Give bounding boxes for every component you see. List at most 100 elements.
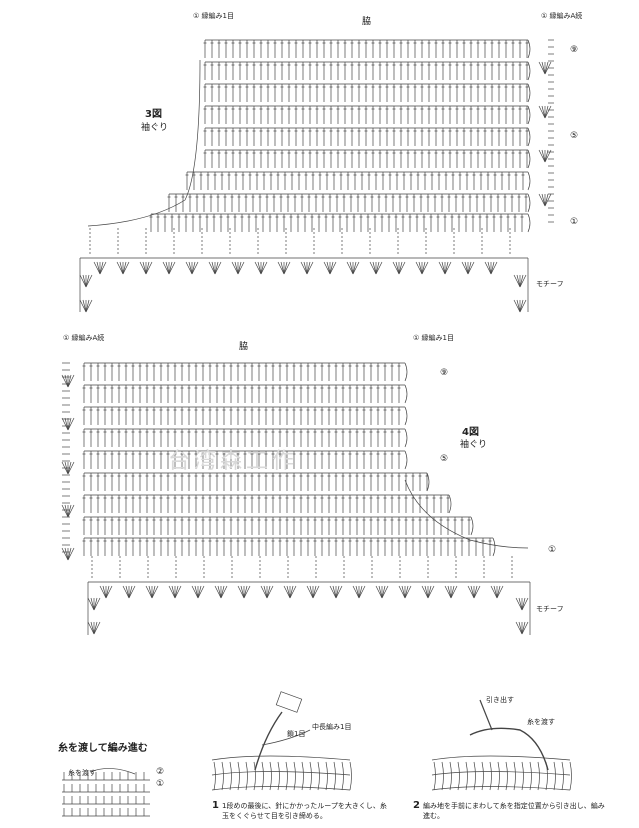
step2-text-1: 編み地を手前にまわして糸を指定位置から引き出し、編み [423, 802, 605, 810]
d4-motif-fan [122, 585, 136, 599]
d3-caption-sub: 袖ぐり [141, 123, 169, 133]
step1-label-b: 鎖1目 [287, 730, 306, 738]
d4-stitch-row [82, 384, 408, 404]
d4-start-right: ① 縁編み1目 [413, 334, 454, 342]
d3-motif-fan [484, 261, 498, 275]
d3-row-marker-5: ⑤ [570, 131, 579, 141]
bridge-marker-1: ① [156, 779, 165, 789]
d4-stitch-row [82, 494, 452, 514]
d4-motif-fan [398, 585, 412, 599]
watermark: 台湾森工作 [168, 449, 299, 474]
d4-stitch-row [82, 406, 408, 426]
d3-stitch-row [149, 213, 531, 233]
d4-motif-fan [306, 585, 320, 599]
d4-stitch-row [82, 450, 408, 470]
d3-stitch-row [203, 149, 531, 169]
d3-motif-fan [513, 274, 527, 288]
d4-caption-sub: 袖ぐり [460, 440, 488, 450]
d4-motif-fan [515, 597, 529, 611]
d4-motif-fan [283, 585, 297, 599]
d3-row-marker-1: ① [570, 217, 579, 227]
d3-motif-label: モチーフ [536, 280, 564, 288]
bridge-mini-chart [62, 768, 150, 817]
d3-stitch-row [203, 39, 531, 59]
d4-row-marker-9: ⑨ [440, 368, 449, 378]
d4-motif-fan [145, 585, 159, 599]
d4-motif-fan [467, 585, 481, 599]
d4-edge-fan [61, 461, 75, 475]
d3-motif-fan [79, 299, 93, 313]
d4-motif-fan [421, 585, 435, 599]
d3-armhole-edge [87, 59, 201, 227]
d4-motif-fan [214, 585, 228, 599]
step1-illustration [211, 691, 351, 791]
d3-motif-fan [392, 261, 406, 275]
d4-motif-fan [352, 585, 366, 599]
d3-motif-fan [79, 274, 93, 288]
d4-start-left: ① 縁編みA続 [63, 334, 105, 342]
d3-motif-fan [231, 261, 245, 275]
d3-motif-fan [415, 261, 429, 275]
d4-motif-fan [260, 585, 274, 599]
d3-edge-fan [538, 61, 552, 75]
d3-motif-fan [323, 261, 337, 275]
d4-motif-band [87, 581, 531, 635]
d4-row-marker-1: ① [548, 545, 557, 555]
d4-stitch-row [82, 472, 430, 492]
d4-edge-fan [61, 504, 75, 518]
d3-motif-band [79, 257, 529, 312]
d3-start-right: ① 縁編みA続 [541, 12, 583, 20]
d3-stitch-row [203, 127, 531, 147]
d4-motif-fan [87, 621, 101, 635]
step1-label-a: 中長編み1目 [312, 723, 352, 731]
d4-stitch-row [82, 428, 408, 448]
d4-motif-fan [168, 585, 182, 599]
d3-edge-fan [538, 193, 552, 207]
bridge-pass-label: 糸を渡す [68, 769, 96, 777]
d3-motif-fan [346, 261, 360, 275]
d3-motif-fan [300, 261, 314, 275]
step1-text-1: 1段めの最後に、針にかかったループを大きくし、糸 [222, 802, 387, 810]
d3-motif-fan [116, 261, 130, 275]
step2-label-a: 引き出す [486, 696, 514, 704]
d3-motif-fan [369, 261, 383, 275]
d4-side-label: 脇 [239, 342, 249, 352]
d4-edge-fan [61, 417, 75, 431]
d4-motif-fan [375, 585, 389, 599]
d4-motif-label: モチーフ [536, 605, 564, 613]
step2-text-2: 進む。 [423, 812, 444, 820]
d4-stitch-row [82, 516, 474, 536]
d4-motif-fan [99, 585, 113, 599]
d3-motif-fan [139, 261, 153, 275]
d3-stitch-row [167, 193, 531, 213]
d4-edge-fan [61, 547, 75, 561]
d4-caption-num: 4図 [462, 427, 479, 438]
d3-edge-fan [538, 105, 552, 119]
d4-motif-fan [444, 585, 458, 599]
step1-text-2: 玉をくぐらせて目を引き締める。 [222, 812, 327, 820]
step2-illustration [431, 699, 571, 791]
step2-number: 2 [413, 800, 420, 811]
d4-motif-fan [87, 597, 101, 611]
d4-motif-fan [191, 585, 205, 599]
d3-motif-fan [162, 261, 176, 275]
step1-number: 1 [212, 800, 219, 811]
d3-row-marker-9: ⑨ [570, 45, 579, 55]
d3-stitch-row [203, 105, 531, 125]
d3-motif-fan [254, 261, 268, 275]
d4-motif-fan [237, 585, 251, 599]
step2-label-b: 糸を渡す [527, 718, 555, 726]
d4-armhole-edge [404, 479, 529, 549]
d3-side-label: 脇 [362, 17, 372, 27]
d3-start-left: ① 縁編み1目 [193, 12, 234, 20]
d3-motif-fan [513, 299, 527, 313]
d4-motif-fan [329, 585, 343, 599]
d3-motif-fan [93, 261, 107, 275]
d4-motif-fan [515, 621, 529, 635]
d3-motif-fan [185, 261, 199, 275]
d3-stitch-row [203, 61, 531, 81]
d4-motif-fan [490, 585, 504, 599]
d4-row-marker-5: ⑤ [440, 454, 449, 464]
d3-edge-fan [538, 149, 552, 163]
